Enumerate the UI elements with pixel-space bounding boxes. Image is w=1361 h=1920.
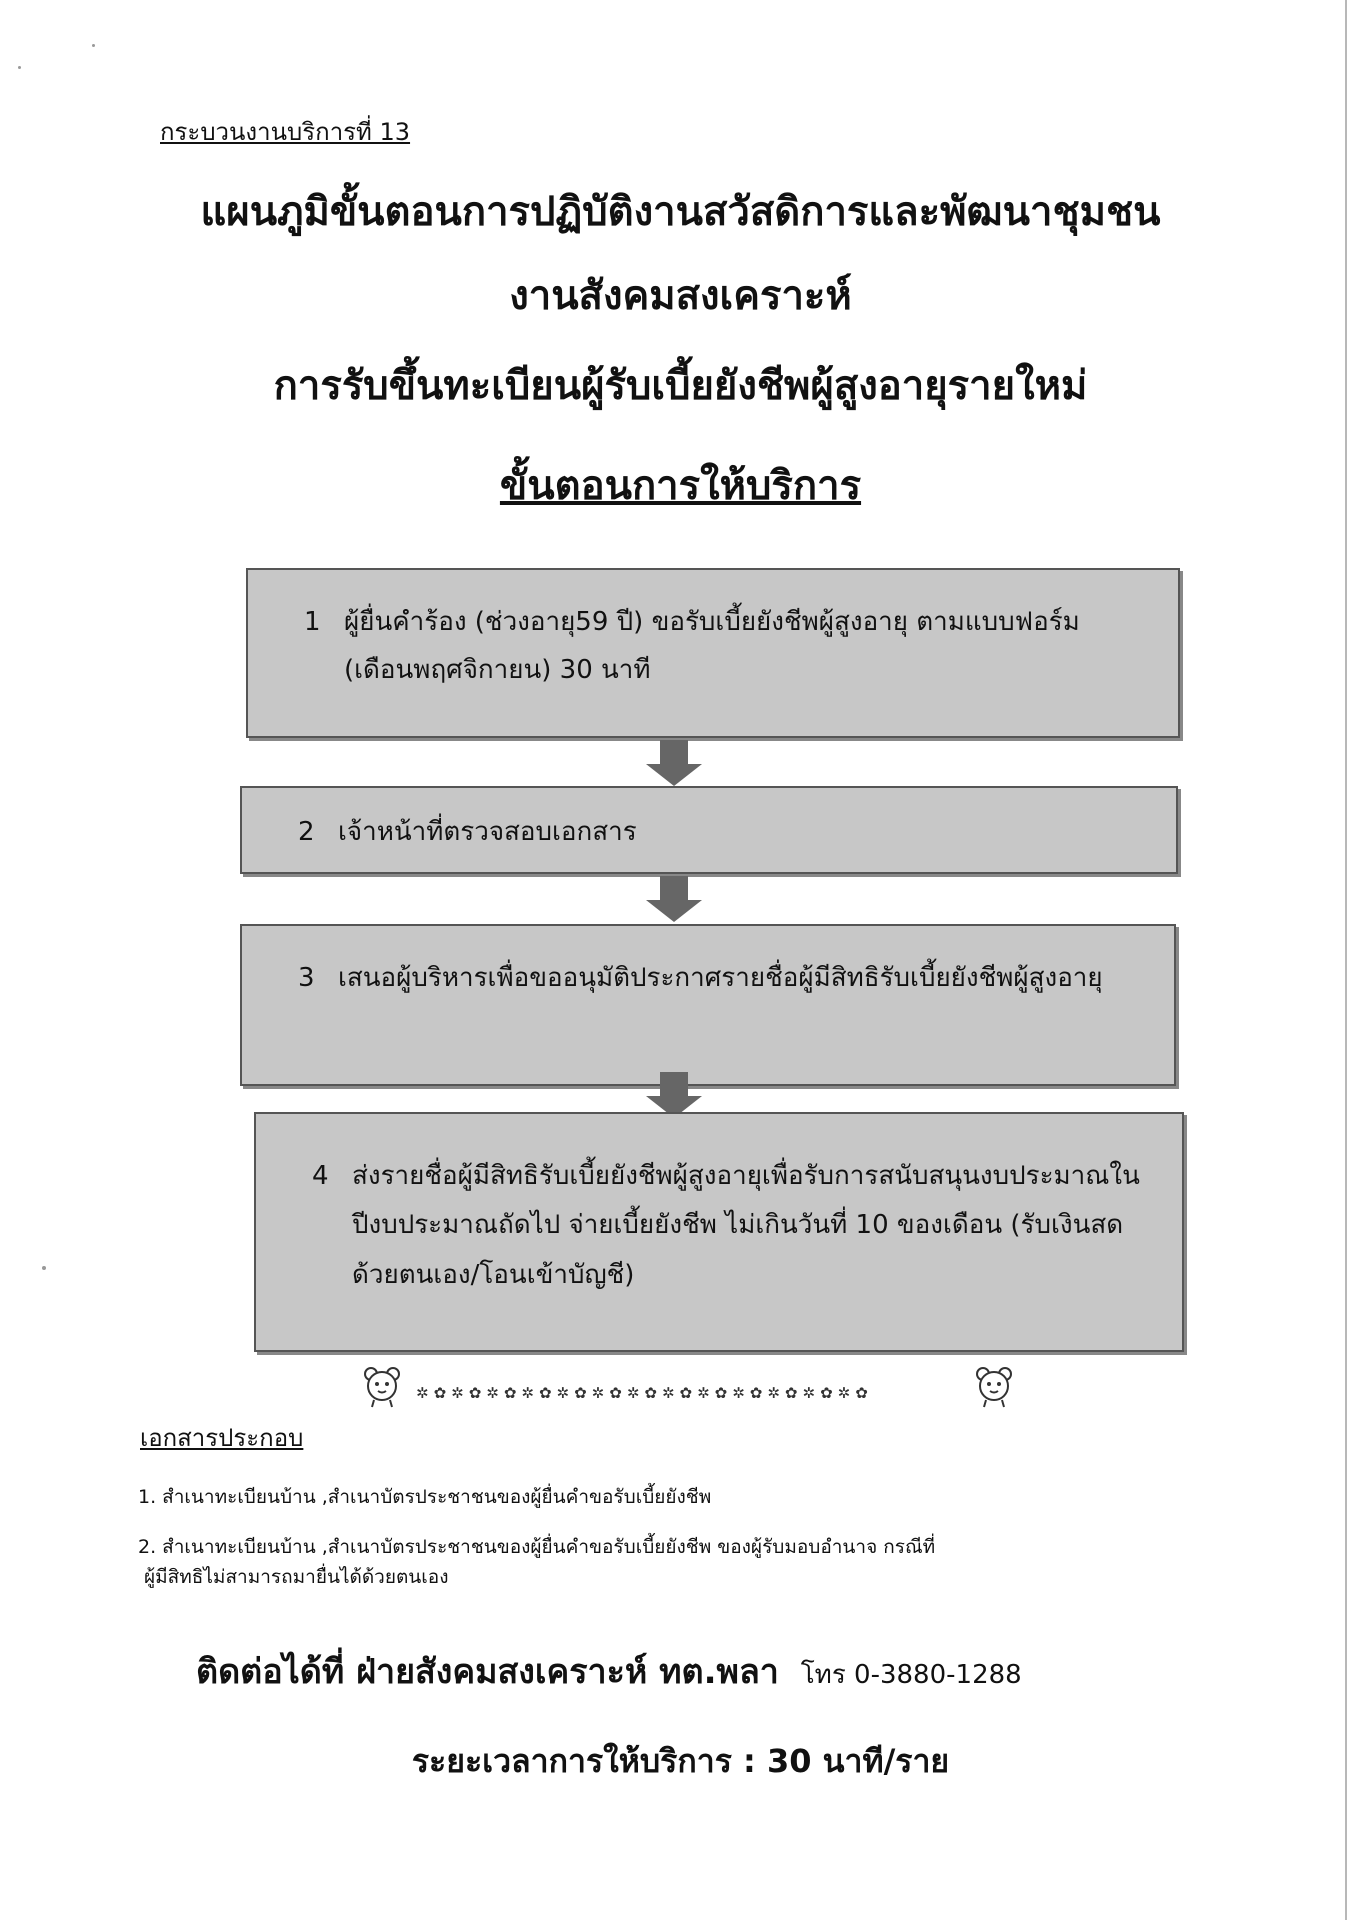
bear-icon <box>976 1367 1012 1408</box>
document-item-2-continuation: ผู้มีสิทธิไม่สามารถมายื่นได้ด้วยตนเอง <box>144 1566 449 1589</box>
document-item-2: 2. สำเนาทะเบียนบ้าน ,สำเนาบัตรประชาชนของ… <box>138 1532 1238 1593</box>
steps-heading: ขั้นตอนการให้บริการ <box>499 463 862 509</box>
step-number: 3 <box>298 963 315 993</box>
flower-row: ✲✿✲✿✲✿✲✿✲✿✲✿✲✿✲✿✲✿✲✿✲✿✲✿✲✿ <box>416 1384 873 1402</box>
service-title: การรับขึ้นทะเบียนผู้รับเบี้ยยังชีพผู้สูง… <box>273 363 1088 409</box>
contact-label: ติดต่อได้ที่ ฝ่ายสังคมสงเคราะห์ ทต.พลา <box>196 1652 779 1692</box>
step-number: 4 <box>312 1161 329 1191</box>
step-box-3: 3 เสนอผู้บริหารเพื่อขออนุมัติประกาศรายชื… <box>240 924 1176 1086</box>
step-number: 1 <box>304 607 321 637</box>
contact-phone: โทร 0-3880-1288 <box>800 1660 1022 1690</box>
page-subtitle: งานสังคมสงเคราะห์ <box>509 273 852 319</box>
scan-speck <box>42 1266 46 1270</box>
step-box-2: 2 เจ้าหน้าที่ตรวจสอบเอกสาร <box>240 786 1178 874</box>
step-number: 2 <box>298 817 315 847</box>
documents-heading: เอกสารประกอบ <box>140 1424 304 1452</box>
step-box-1: 1 ผู้ยื่นคำร้อง (ช่วงอายุ59 ปี) ขอรับเบี… <box>246 568 1180 738</box>
step-text: เจ้าหน้าที่ตรวจสอบเอกสาร <box>338 817 637 847</box>
step-text: ผู้ยื่นคำร้อง (ช่วงอายุ59 ปี) ขอรับเบี้ย… <box>344 607 1080 686</box>
bear-icon <box>364 1367 400 1408</box>
arrow-down-icon <box>646 876 702 922</box>
step-text: ส่งรายชื่อผู้มีสิทธิรับเบี้ยยังชีพผู้สูง… <box>352 1161 1140 1290</box>
contact-line: ติดต่อได้ที่ ฝ่ายสังคมสงเคราะห์ ทต.พลา โ… <box>196 1644 1022 1698</box>
scan-speck <box>92 44 95 47</box>
service-duration: ระยะเวลาการให้บริการ : 30 นาที/ราย <box>411 1742 950 1780</box>
scan-speck <box>18 66 21 69</box>
step-box-4: 4 ส่งรายชื่อผู้มีสิทธิรับเบี้ยยังชีพผู้ส… <box>254 1112 1184 1352</box>
document-item-1: 1. สำเนาทะเบียนบ้าน ,สำเนาบัตรประชาชนของ… <box>138 1486 712 1508</box>
service-number: กระบวนงานบริการที่ 13 <box>160 118 411 146</box>
scan-edge-line <box>1345 0 1347 1920</box>
flower-border: ✲✿✲✿✲✿✲✿✲✿✲✿✲✿✲✿✲✿✲✿✲✿✲✿✲✿ <box>360 1364 1020 1416</box>
step-text: เสนอผู้บริหารเพื่อขออนุมัติประกาศรายชื่อ… <box>338 963 1103 993</box>
document-item-2-text: 2. สำเนาทะเบียนบ้าน ,สำเนาบัตรประชาชนของ… <box>138 1536 936 1558</box>
arrow-down-icon <box>646 740 702 786</box>
page-title: แผนภูมิขั้นตอนการปฏิบัติงานสวัสดิการและพ… <box>200 189 1161 235</box>
